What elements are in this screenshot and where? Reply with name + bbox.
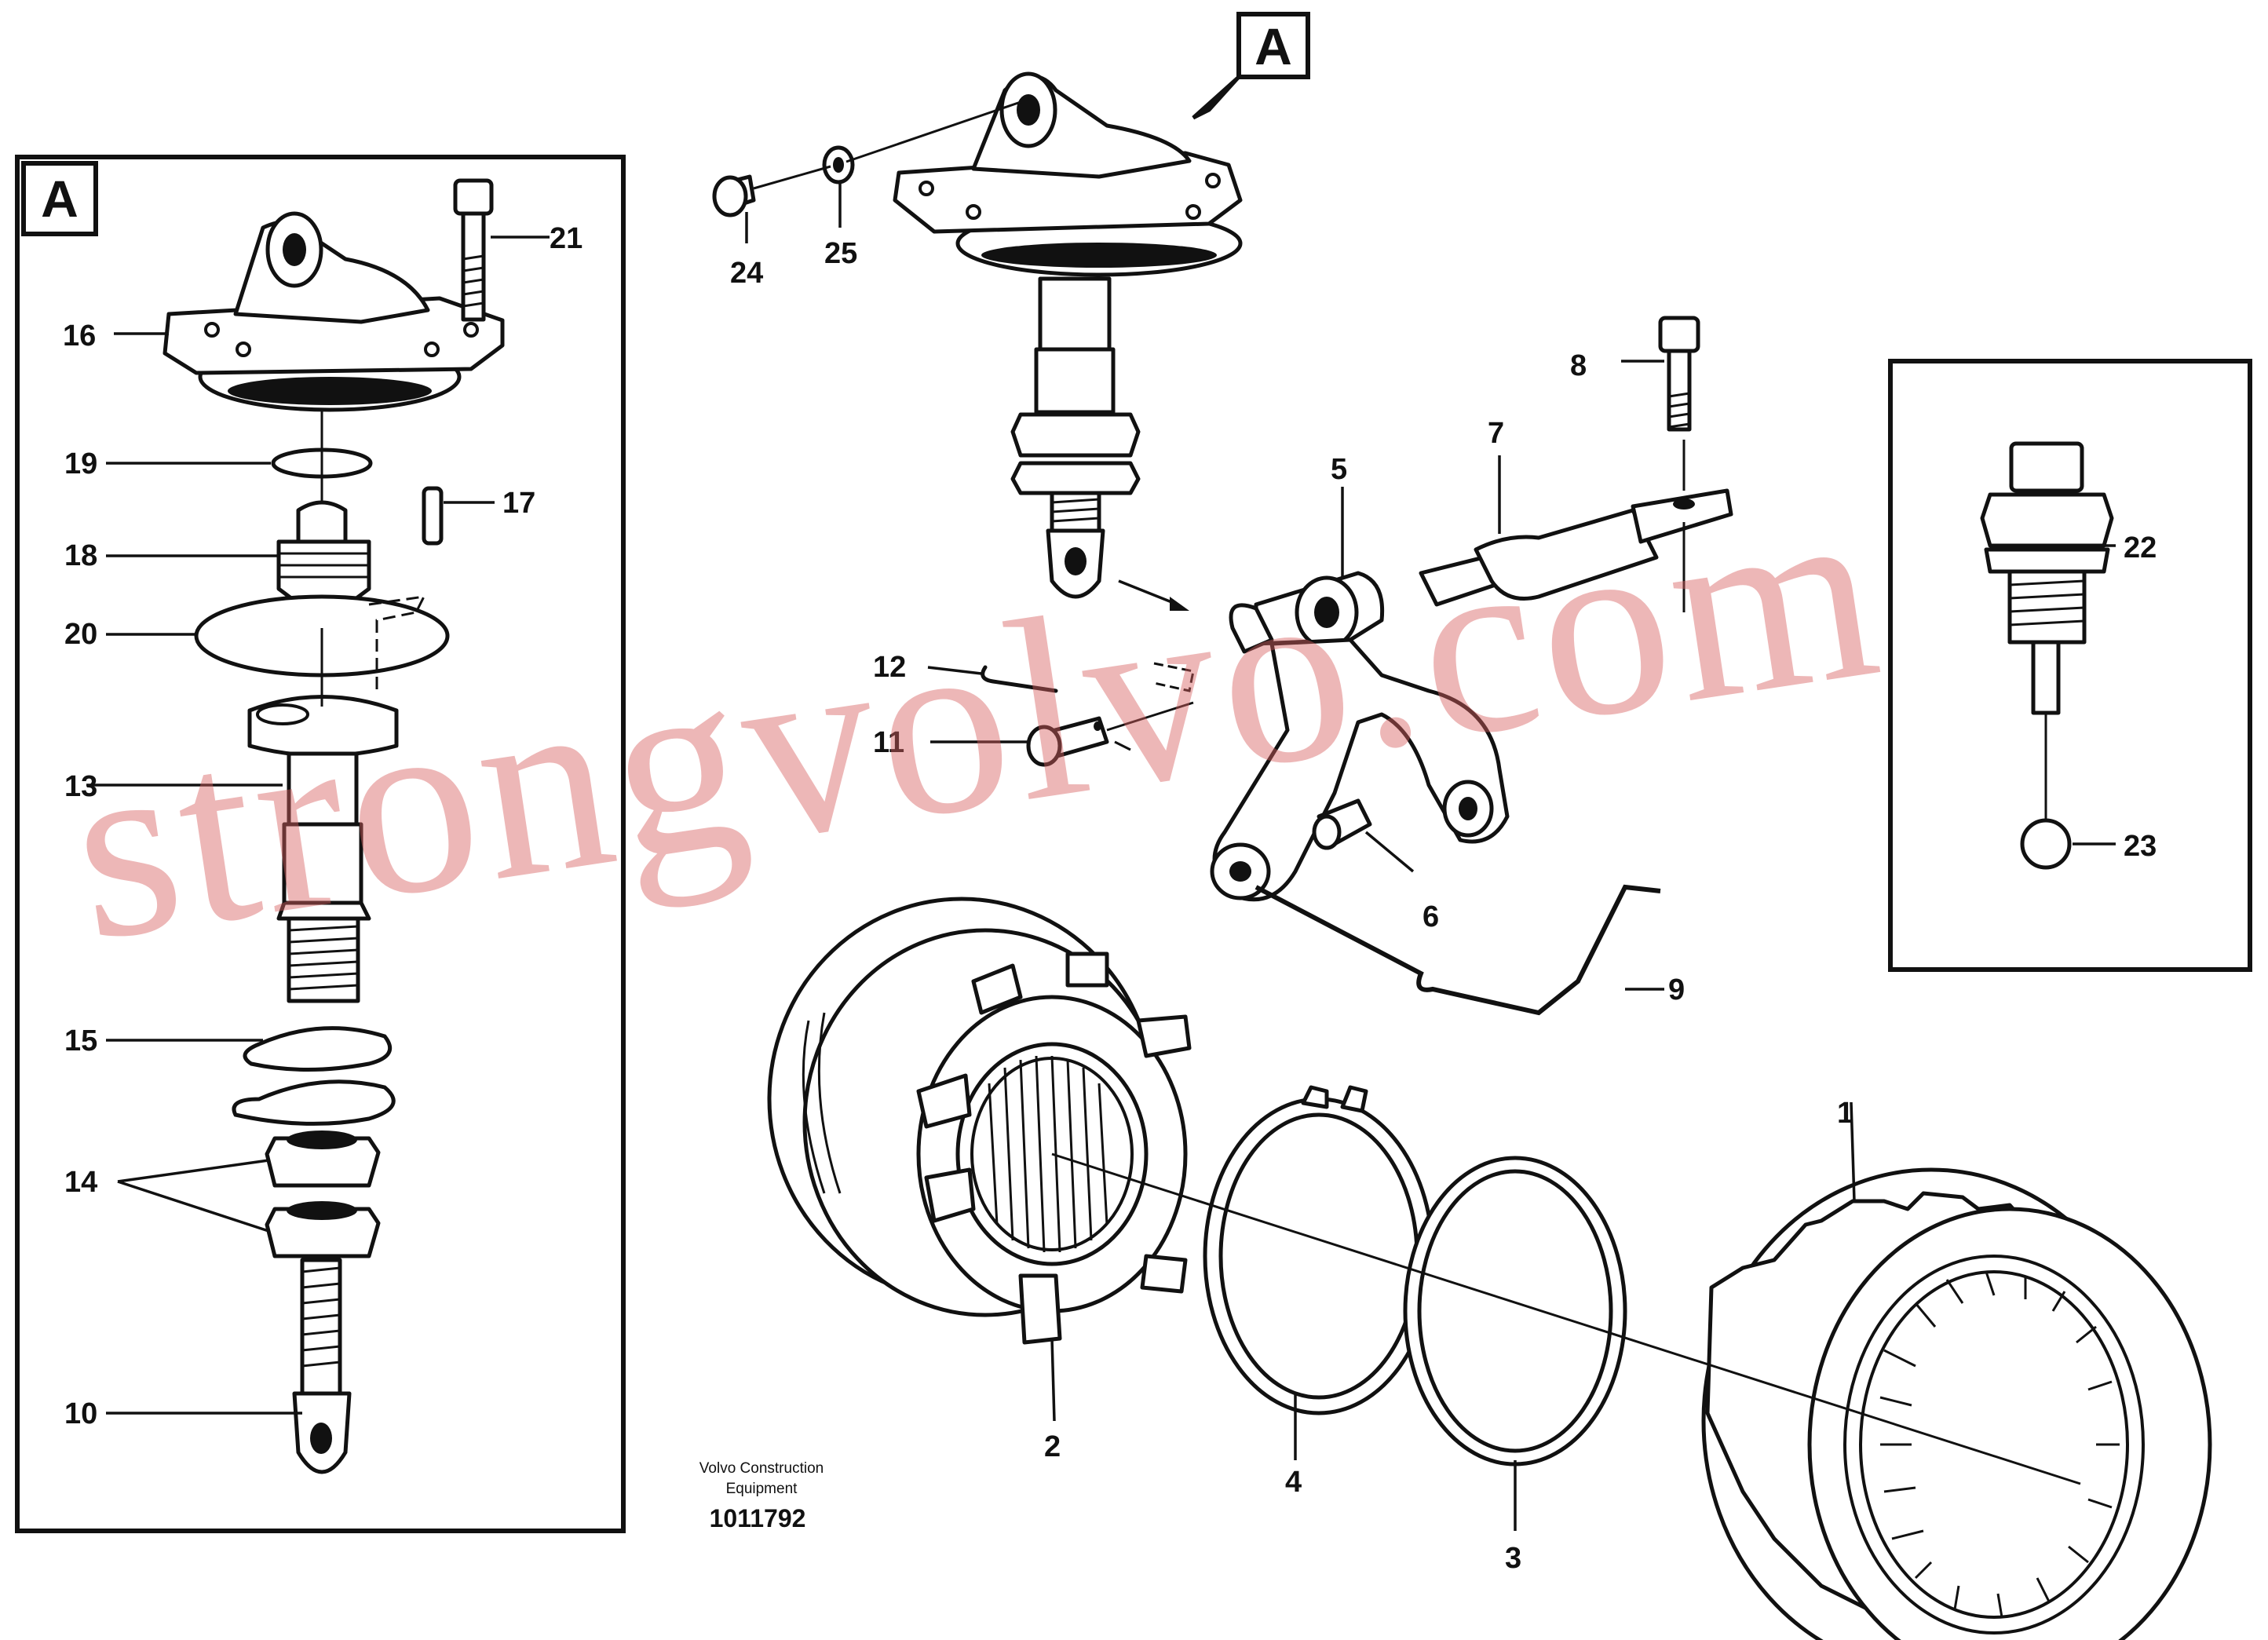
callout-5: 5 xyxy=(1331,453,1347,486)
callout-14: 14 xyxy=(64,1166,97,1199)
main-callouts: 24 25 8 7 5 12 11 6 9 1 2 4 3 xyxy=(730,237,1853,1575)
cover-housing-16 xyxy=(163,211,505,412)
circlip-4 xyxy=(1203,1085,1435,1415)
setscrew-6 xyxy=(1312,798,1372,850)
callout-2: 2 xyxy=(1044,1430,1061,1463)
drawing-number: 1011792 xyxy=(710,1504,806,1532)
spring-15 xyxy=(232,1026,396,1126)
callout-9: 9 xyxy=(1668,973,1685,1006)
callout-12: 12 xyxy=(873,651,906,684)
left-leaders xyxy=(86,236,550,1415)
callout-20: 20 xyxy=(64,618,97,651)
section-arrow xyxy=(1192,75,1240,120)
pin-17 xyxy=(422,486,444,546)
split-pin-12 xyxy=(981,665,1058,693)
nuts-14 xyxy=(265,1130,381,1258)
callout-11: 11 xyxy=(873,726,904,759)
top-housing xyxy=(893,71,1243,599)
callout-21: 21 xyxy=(550,222,583,255)
sensor-detail-frame xyxy=(1888,359,2252,972)
detail-a-letter-box xyxy=(21,161,98,236)
detail-a-frame xyxy=(15,155,626,1533)
callout-23: 23 xyxy=(2124,830,2157,863)
callout-24: 24 xyxy=(730,257,763,290)
washer-25 xyxy=(822,145,855,184)
gear-hub-2 xyxy=(767,897,1192,1345)
wire-9 xyxy=(1255,884,1661,1016)
callout-19: 19 xyxy=(64,447,97,480)
main-leaders xyxy=(745,182,2116,1531)
callout-25: 25 xyxy=(824,237,857,270)
callout-6: 6 xyxy=(1423,900,1439,933)
bolt-8 xyxy=(1658,316,1700,432)
sleeve-1 xyxy=(1701,1167,2212,1640)
pin-11 xyxy=(1026,716,1109,767)
left-callouts: 16 19 18 20 13 15 14 10 21 17 xyxy=(63,222,583,1430)
callout-16: 16 xyxy=(63,320,96,352)
callout-22: 22 xyxy=(2124,531,2157,564)
callout-13: 13 xyxy=(64,770,97,803)
sensor-22 xyxy=(1980,441,2114,715)
rod-end-10 xyxy=(292,1258,352,1474)
drawing-credit: Volvo Construction Equipment 1011792 xyxy=(699,1460,824,1532)
detail-a-letter: A xyxy=(41,170,79,228)
ball-23 xyxy=(2020,818,2072,870)
callout-17: 17 xyxy=(502,487,535,520)
ring-3 xyxy=(1403,1156,1627,1467)
shift-fork-5 xyxy=(1210,571,1510,902)
callout-3: 3 xyxy=(1505,1542,1521,1575)
callout-15: 15 xyxy=(64,1025,97,1057)
callout-4: 4 xyxy=(1285,1466,1302,1499)
shaft-13 xyxy=(247,695,399,1003)
bolt-21 xyxy=(453,178,494,322)
main-a-letter-box xyxy=(1236,12,1310,79)
credit-line-2: Equipment xyxy=(726,1481,798,1497)
callout-7: 7 xyxy=(1488,417,1504,450)
callout-18: 18 xyxy=(64,539,97,572)
callout-1: 1 xyxy=(1837,1097,1853,1130)
callout-8: 8 xyxy=(1570,349,1587,382)
credit-line-1: Volvo Construction xyxy=(699,1460,824,1477)
callout-10: 10 xyxy=(64,1397,97,1430)
main-a-letter: A xyxy=(1255,17,1292,75)
lever-7 xyxy=(1419,488,1733,607)
plug-24 xyxy=(712,174,756,217)
